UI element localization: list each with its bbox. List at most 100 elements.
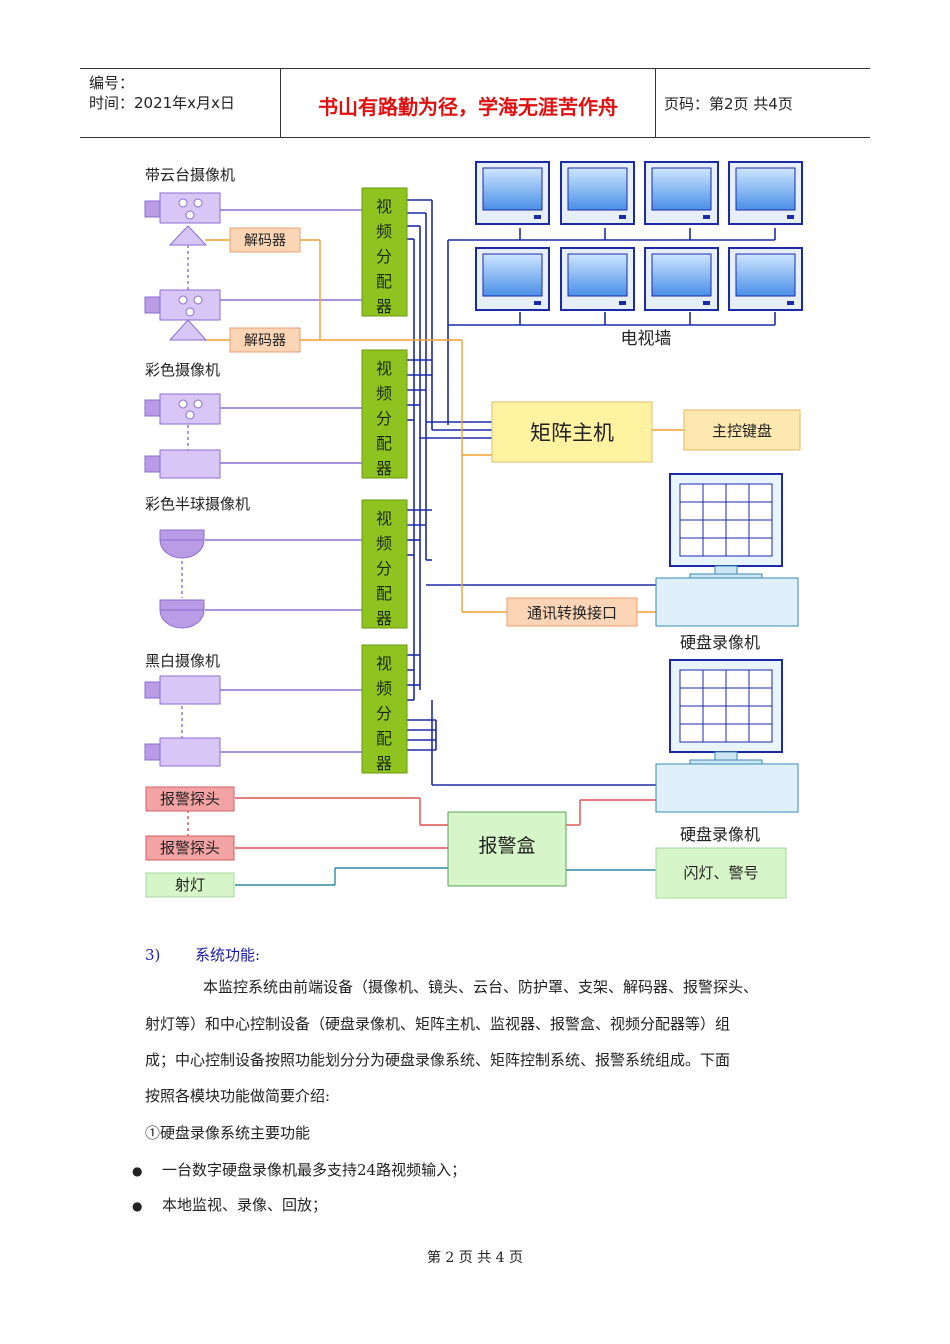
splitter-label-char: 视 xyxy=(376,509,392,528)
splitter-label-char: 器 xyxy=(376,459,392,478)
splitter-label-char: 配 xyxy=(376,584,392,603)
document-header: 编号： 时间：2021年x月x日 书山有路勤为径，学海无涯苦作舟 页码：第2页 … xyxy=(80,68,870,138)
header-meta-cell: 编号： 时间：2021年x月x日 xyxy=(80,69,280,137)
splitter-label-char: 视 xyxy=(376,197,392,216)
tv-wall-label: 电视墙 xyxy=(621,329,672,349)
header-page-label: 页码：第2页 共4页 xyxy=(664,95,793,113)
splitter-label-char: 配 xyxy=(376,272,392,291)
dome-camera-2 xyxy=(159,599,205,629)
video-splitter-1: 视频分配器 xyxy=(361,187,408,317)
splitter-label-char: 器 xyxy=(376,297,392,316)
flash-siren-label: 闪灯、警号 xyxy=(683,864,758,882)
splitter-label-char: 配 xyxy=(376,434,392,453)
section-heading: 3) 系统功能: xyxy=(145,944,260,965)
bw-camera-1 xyxy=(144,675,221,705)
dvr-1 xyxy=(655,473,799,627)
dvr-2-label: 硬盘录像机 xyxy=(680,825,760,844)
splitter-label-char: 分 xyxy=(376,704,392,723)
alarm-probe-label-2: 报警探头 xyxy=(160,839,220,857)
tv-monitor-2 xyxy=(560,161,635,225)
header-page-cell: 页码：第2页 共4页 xyxy=(655,69,870,137)
header-motto-cell: 书山有路勤为径，学海无涯苦作舟 xyxy=(280,69,656,137)
splitter-label-char: 器 xyxy=(376,754,392,773)
bullet-item: ● 本地监视、录像、回放； xyxy=(132,1194,327,1215)
bullet-text: 一台数字硬盘录像机最多支持24路视频输入； xyxy=(162,1161,467,1179)
video-splitter-2: 视频分配器 xyxy=(361,349,408,479)
comm-interface-label: 通讯转换接口 xyxy=(527,604,617,622)
splitter-label-char: 配 xyxy=(376,729,392,748)
paragraph-line-1: 本监控系统由前端设备（摄像机、镜头、云台、防护罩、支架、解码器、报警探头、 xyxy=(203,978,759,996)
tv-monitor-3 xyxy=(644,161,719,225)
color-camera-2 xyxy=(144,449,221,479)
matrix-host-box xyxy=(491,401,653,463)
serial-label: 编号： xyxy=(89,74,135,92)
splitter-label-char: 视 xyxy=(376,654,392,673)
section-number: 3) xyxy=(145,946,161,964)
alarm-lines xyxy=(187,797,656,849)
decoder-box-2 xyxy=(229,327,301,353)
subsection-title: ①硬盘录像系统主要功能 xyxy=(145,1124,311,1142)
bw-camera-label: 黑白摄像机 xyxy=(145,652,220,670)
ptz-camera-1 xyxy=(144,192,221,246)
paragraph-line-2: 射灯等）和中心控制设备（硬盘录像机、矩阵主机、监视器、报警盒、视频分配器等）组 xyxy=(145,1015,731,1033)
splitter-label-char: 分 xyxy=(376,409,392,428)
alarm-box-label: 报警盒 xyxy=(478,835,535,857)
video-lines xyxy=(407,199,776,786)
tv-monitor-4 xyxy=(728,161,803,225)
spotlight-box xyxy=(145,872,235,898)
main-keyboard-label: 主控键盘 xyxy=(712,422,772,440)
color-camera-label: 彩色摄像机 xyxy=(145,361,220,379)
color-camera-1 xyxy=(144,393,221,425)
main-keyboard-box xyxy=(683,409,801,451)
page-footer: 第 2 页 共 4 页 xyxy=(426,1250,524,1266)
paragraph-line-4: 按照各模块功能做简要介绍: xyxy=(145,1087,331,1105)
matrix-host-label: 矩阵主机 xyxy=(530,421,614,445)
bullet-dot-icon: ● xyxy=(132,1199,143,1213)
decoder-label-2: 解码器 xyxy=(244,333,286,349)
splitter-label-char: 分 xyxy=(376,247,392,266)
dome-camera-1 xyxy=(159,529,205,559)
video-splitter-4: 视频分配器 xyxy=(361,644,408,774)
tv-monitor-1 xyxy=(475,161,550,225)
tv-monitor-8 xyxy=(728,247,803,311)
bw-camera-2 xyxy=(144,737,221,767)
video-splitter-3: 视频分配器 xyxy=(361,499,408,629)
ptz-camera-2 xyxy=(144,289,221,341)
splitter-label-char: 频 xyxy=(376,222,392,241)
decoder-box-1 xyxy=(229,227,301,253)
bullet-text: 本地监视、录像、回放； xyxy=(162,1196,328,1214)
splitter-label-char: 视 xyxy=(376,359,392,378)
dvr-2 xyxy=(655,659,799,813)
spotlight-label: 射灯 xyxy=(175,876,205,894)
alarm-probe-label-1: 报警探头 xyxy=(160,790,220,808)
bullet-item: ● 一台数字硬盘录像机最多支持24路视频输入； xyxy=(132,1159,466,1180)
alarm-probe-box-1 xyxy=(145,786,235,812)
alarm-probe-box-2 xyxy=(145,835,235,861)
paragraph-line-3: 成；中心控制设备按照功能划分分为硬盘录像系统、矩阵控制系统、报警系统组成。下面 xyxy=(145,1051,731,1069)
control-lines xyxy=(205,239,684,613)
splitter-label-char: 器 xyxy=(376,609,392,628)
time-label: 时间：2021年x月x日 xyxy=(89,94,235,112)
tv-monitor-5 xyxy=(475,247,550,311)
ptz-camera-label: 带云台摄像机 xyxy=(145,166,235,184)
header-motto: 书山有路勤为径，学海无涯苦作舟 xyxy=(318,95,618,119)
splitter-label-char: 频 xyxy=(376,679,392,698)
bullet-dot-icon: ● xyxy=(132,1164,143,1178)
tv-monitor-6 xyxy=(560,247,635,311)
decoder-label-1: 解码器 xyxy=(244,233,286,249)
dvr-1-label: 硬盘录像机 xyxy=(680,633,760,652)
teal-lines xyxy=(235,867,656,886)
section-title: 系统功能: xyxy=(195,946,261,964)
flash-siren-box xyxy=(655,847,787,899)
comm-interface-box xyxy=(506,597,638,627)
tv-monitor-7 xyxy=(644,247,719,311)
dome-camera-label: 彩色半球摄像机 xyxy=(145,495,250,513)
camera-lines xyxy=(181,209,362,753)
splitter-label-char: 频 xyxy=(376,534,392,553)
alarm-box xyxy=(447,811,567,887)
splitter-label-char: 分 xyxy=(376,559,392,578)
tv-wall-monitors xyxy=(475,161,803,311)
splitter-label-char: 频 xyxy=(376,384,392,403)
